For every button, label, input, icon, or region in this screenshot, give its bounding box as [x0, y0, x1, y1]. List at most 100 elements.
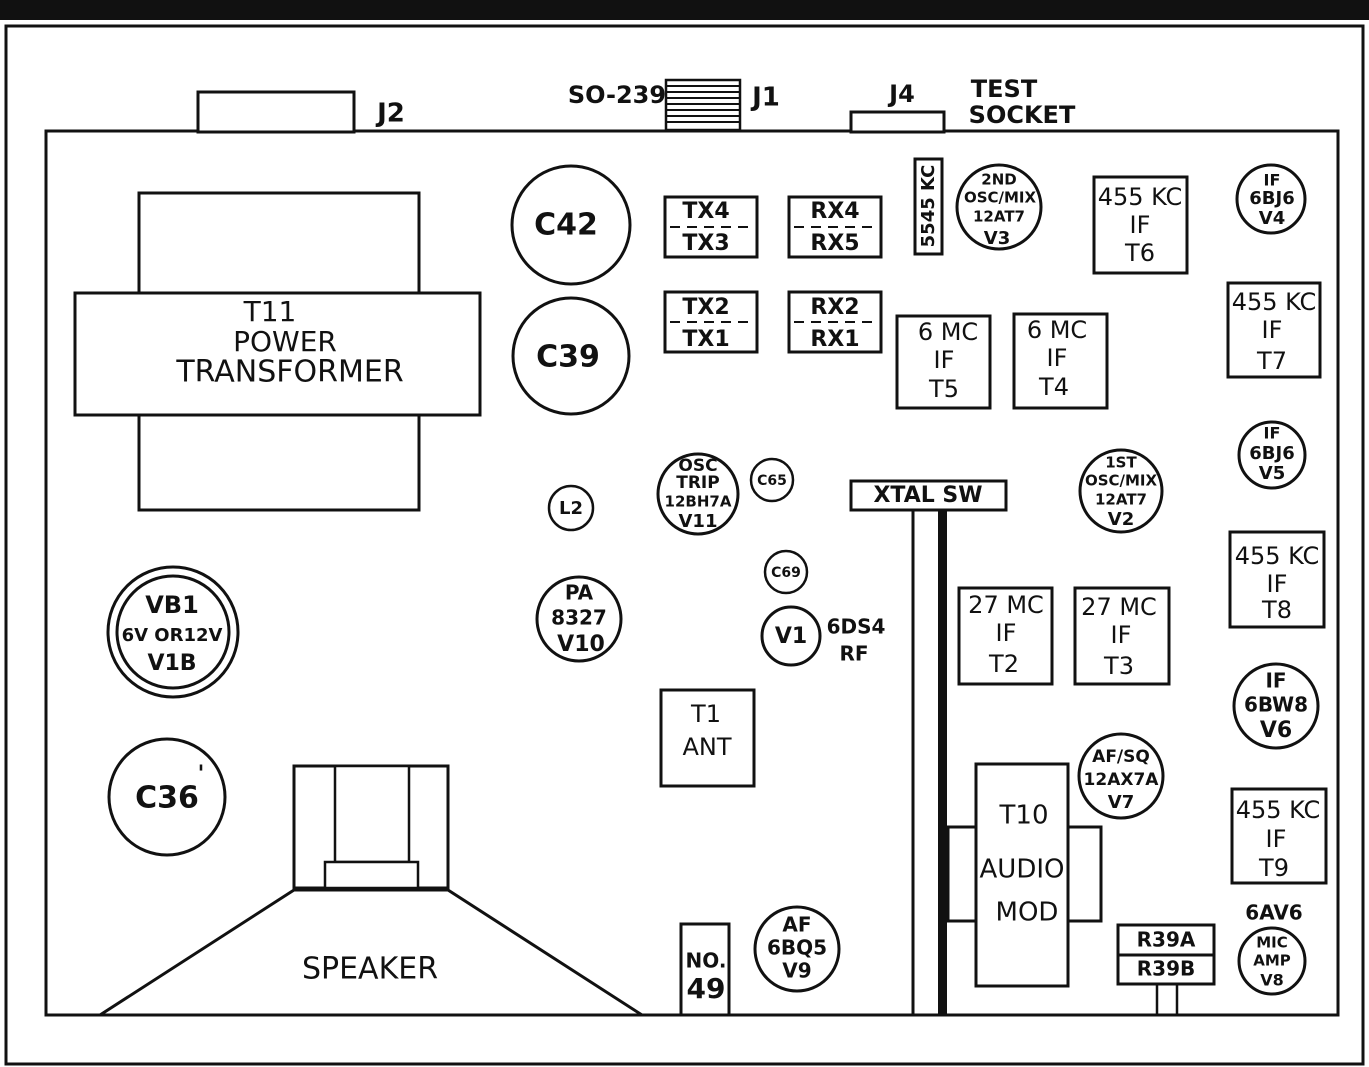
t6-label-3: T6 — [1124, 239, 1155, 267]
v9-label-3: V9 — [782, 959, 811, 983]
crystal-socket-rx4-rx5 — [787, 195, 883, 259]
t6-label-1: 455 KC — [1098, 183, 1183, 211]
power-transformer-body — [73, 291, 482, 417]
lamp-no49 — [679, 922, 731, 1017]
t9-label-1: 455 KC — [1236, 796, 1321, 824]
v4-label-1: IF — [1264, 171, 1281, 190]
crystal-socket-tx2-tx1 — [663, 290, 759, 354]
c36-mark: ' — [198, 762, 205, 787]
tx4-label: TX4 — [682, 199, 729, 224]
v2-label-4: V2 — [1108, 509, 1134, 530]
t11-label: T11 — [243, 295, 297, 328]
transformer-label: TRANSFORMER — [175, 355, 403, 390]
c42-label: C42 — [534, 208, 598, 243]
v10-label-1: PA — [565, 581, 594, 605]
v9-label-2: 6BQ5 — [767, 936, 827, 960]
t9-label-2: IF — [1266, 825, 1287, 853]
v11-label-1: OSC — [678, 456, 717, 476]
t9-transformer — [1230, 787, 1328, 885]
crystal-5545kc — [913, 157, 944, 256]
crystal-socket-tx4-tx3 — [663, 195, 759, 259]
v6-label-2: 6BW8 — [1244, 693, 1308, 717]
v5-label-1: IF — [1264, 424, 1281, 443]
test-socket-label-1: TEST — [971, 75, 1038, 103]
c69-capacitor — [763, 549, 809, 595]
v8-label-3: V8 — [1260, 971, 1284, 990]
v7-label-3: V7 — [1108, 792, 1134, 813]
v1b-label: V1B — [147, 651, 196, 676]
rx4-label: RX4 — [810, 199, 859, 224]
c65-capacitor — [749, 457, 795, 503]
j1-connector — [664, 78, 742, 132]
v3-tube — [955, 163, 1043, 251]
v1-rf-label: RF — [839, 642, 868, 666]
v5-label-2: 6BJ6 — [1249, 443, 1294, 464]
j2-connector — [196, 90, 356, 134]
t4-transformer — [1012, 312, 1109, 410]
v1-tube — [760, 605, 822, 667]
v7-tube — [1077, 732, 1165, 820]
t2-label-3: T2 — [988, 650, 1019, 678]
no49-label-1: NO. — [686, 949, 727, 973]
t2-transformer — [957, 586, 1054, 686]
v3-label-3: 12AT7 — [973, 208, 1025, 226]
tx1-label: TX1 — [682, 327, 729, 352]
r39a-label: R39A — [1137, 928, 1196, 952]
t7-label-1: 455 KC — [1232, 288, 1317, 316]
v10-label-2: 8327 — [551, 606, 607, 630]
l2-label: L2 — [559, 498, 583, 519]
t3-label-3: T3 — [1103, 652, 1134, 680]
rx1-label: RX1 — [810, 327, 859, 352]
v11-tube — [656, 452, 740, 536]
v4-label-3: V4 — [1259, 208, 1285, 229]
t3-label-1: 27 MC — [1081, 593, 1157, 621]
xtal-switch-label: XTAL SW — [873, 483, 982, 508]
top-border-bar — [0, 0, 1369, 20]
t10-label-2: AUDIO — [980, 855, 1065, 885]
v7-label-2: 12AX7A — [1084, 770, 1160, 790]
t4-label-1: 6 MC — [1027, 316, 1087, 344]
c39-label: C39 — [536, 340, 600, 375]
speaker — [94, 764, 648, 1017]
v2-label-1: 1ST — [1105, 454, 1137, 472]
vb1-vibrator-inner — [115, 574, 231, 690]
t2-label-1: 27 MC — [968, 591, 1044, 619]
so239-label: SO-239 — [568, 81, 666, 109]
v11-label-3: 12BH7A — [665, 493, 732, 511]
t10-label-3: MOD — [996, 898, 1059, 928]
t3-label-2: IF — [1111, 621, 1132, 649]
v8-tube — [1237, 926, 1307, 996]
t8-label-3: T8 — [1261, 596, 1292, 624]
speaker-label: SPEAKER — [302, 952, 438, 987]
c42-capacitor — [510, 164, 632, 286]
v5-tube — [1237, 420, 1307, 490]
rx2-label: RX2 — [810, 295, 859, 320]
t1-label-1: T1 — [690, 700, 721, 728]
t8-label-1: 455 KC — [1235, 542, 1320, 570]
t4-label-2: IF — [1047, 344, 1068, 372]
t2-label-2: IF — [996, 619, 1017, 647]
j4-test-socket — [849, 110, 946, 134]
t5-label-1: 6 MC — [918, 318, 978, 346]
t5-transformer — [895, 314, 992, 410]
t6-label-2: IF — [1130, 211, 1151, 239]
c36-capacitor — [107, 737, 227, 857]
v4-tube — [1235, 163, 1307, 235]
v5-label-3: V5 — [1259, 463, 1285, 484]
v9-tube — [753, 905, 841, 993]
t6-transformer — [1092, 175, 1189, 275]
t10-audio-transformer — [974, 762, 1070, 988]
v1-type-label: 6DS4 — [827, 615, 886, 639]
c65-label: C65 — [757, 473, 787, 489]
t9-label-3: T9 — [1258, 854, 1289, 882]
xtal-switch — [849, 479, 1008, 512]
v3-label-2: OSC/MIX — [964, 189, 1037, 207]
v8-label-2: AMP — [1253, 952, 1291, 970]
l2-coil — [547, 484, 595, 532]
j4-label: J4 — [887, 80, 915, 108]
v9-label-1: AF — [782, 913, 811, 937]
crystal-socket-rx2-rx1 — [787, 290, 883, 354]
r39b-label: R39B — [1137, 957, 1195, 981]
v4-label-2: 6BJ6 — [1249, 188, 1294, 209]
